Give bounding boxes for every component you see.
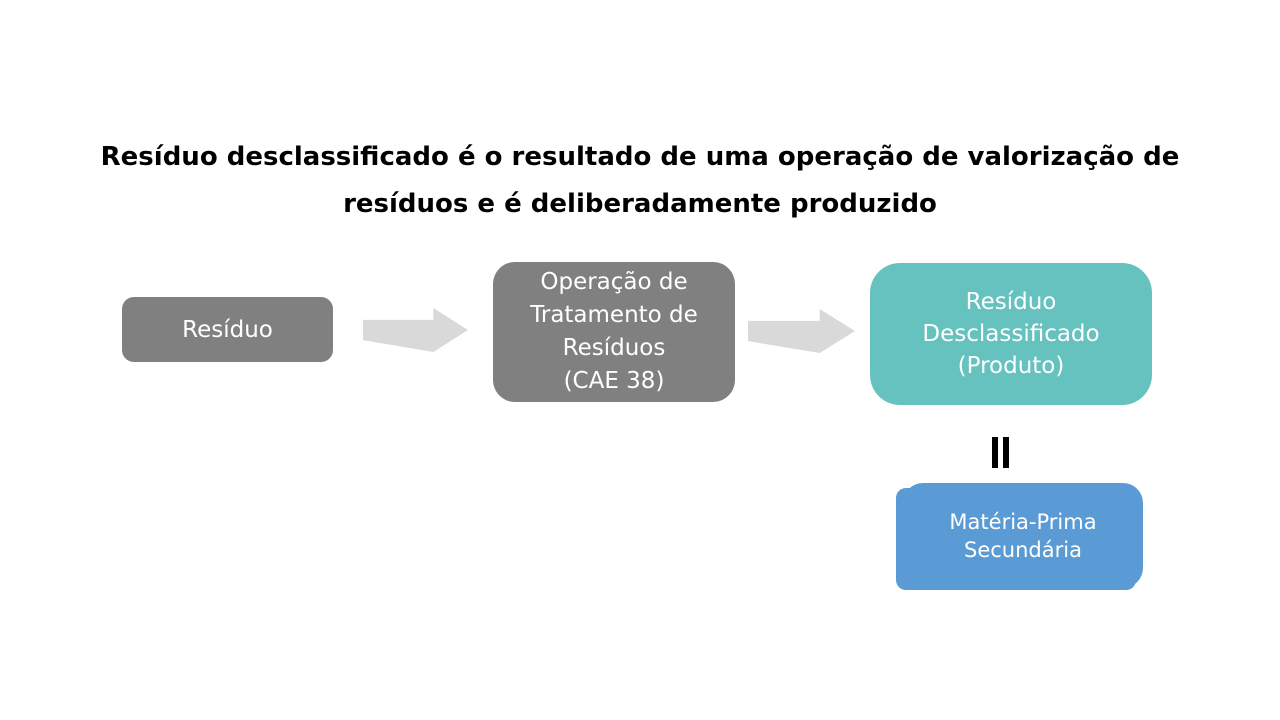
flow-box-residuo-label: Resíduo — [182, 316, 273, 343]
flow-box-materia-prima: Matéria-Prima Secundária — [903, 483, 1143, 588]
page-title: Resíduo desclassificado é o resultado de… — [100, 142, 1180, 219]
flow-box-residuo: Resíduo — [122, 297, 333, 362]
flow-box-operacao-tratamento: Operação de Tratamento de Resíduos (CAE … — [493, 262, 735, 402]
right-arrow-icon — [363, 308, 468, 352]
flow-box-materia-prima-label: Matéria-Prima Secundária — [949, 509, 1097, 562]
equals-icon — [992, 437, 1009, 468]
equals-bar-left — [992, 437, 998, 468]
flow-box-residuo-desclassificado: Resíduo Desclassificado (Produto) — [870, 263, 1152, 405]
flow-box-operacao-tratamento-label: Operação de Tratamento de Resíduos (CAE … — [530, 269, 698, 394]
right-arrow-icon — [748, 309, 855, 353]
equals-bar-right — [1003, 437, 1009, 468]
flow-box-residuo-desclassificado-label: Resíduo Desclassificado (Produto) — [922, 289, 1100, 379]
